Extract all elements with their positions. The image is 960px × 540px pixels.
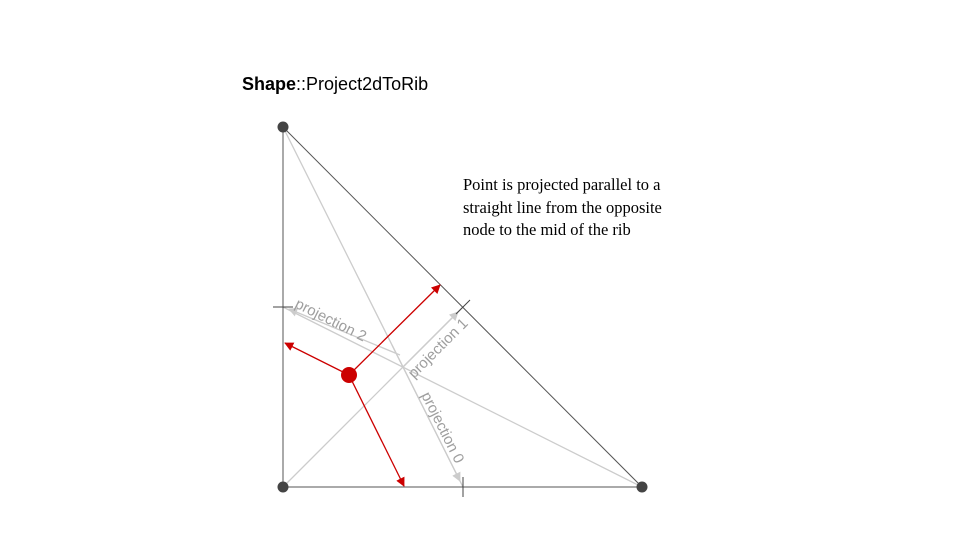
projection-0-arrow xyxy=(391,344,461,482)
projection-1-label: projection 1 xyxy=(405,315,472,382)
title-separator: :: xyxy=(296,74,307,94)
projected-point xyxy=(341,367,357,383)
node-bottom-left xyxy=(277,481,289,493)
node-bottom-right xyxy=(636,481,648,493)
median-right-to-left-mid xyxy=(282,306,643,488)
point-projection-arrow-to-bottom-rib xyxy=(348,374,405,487)
note-line-2: straight line from the opposite xyxy=(463,197,662,217)
projection-2-label: projection 2 xyxy=(292,295,369,345)
node-top xyxy=(277,121,289,133)
note-line-3: node to the mid of the rib xyxy=(463,220,631,239)
note-line-1: Point is projected parallel to a xyxy=(463,175,661,194)
point-projection-arrow-to-left-rib xyxy=(284,342,350,376)
projection-0-label: projection 0 xyxy=(417,389,467,466)
explanation-note: Point is projected parallel to a straigh… xyxy=(463,174,733,242)
diagram-title: Shape::Project2dToRib xyxy=(242,74,428,95)
title-class-name: Shape xyxy=(242,74,297,94)
projection-2-arrow xyxy=(288,307,401,356)
hyp-rib-mid-tick xyxy=(455,299,471,315)
title-method-name: Project2dToRib xyxy=(306,74,429,94)
projection-1-arrow xyxy=(401,311,459,369)
point-projection-arrow-to-hypotenuse xyxy=(348,284,441,376)
